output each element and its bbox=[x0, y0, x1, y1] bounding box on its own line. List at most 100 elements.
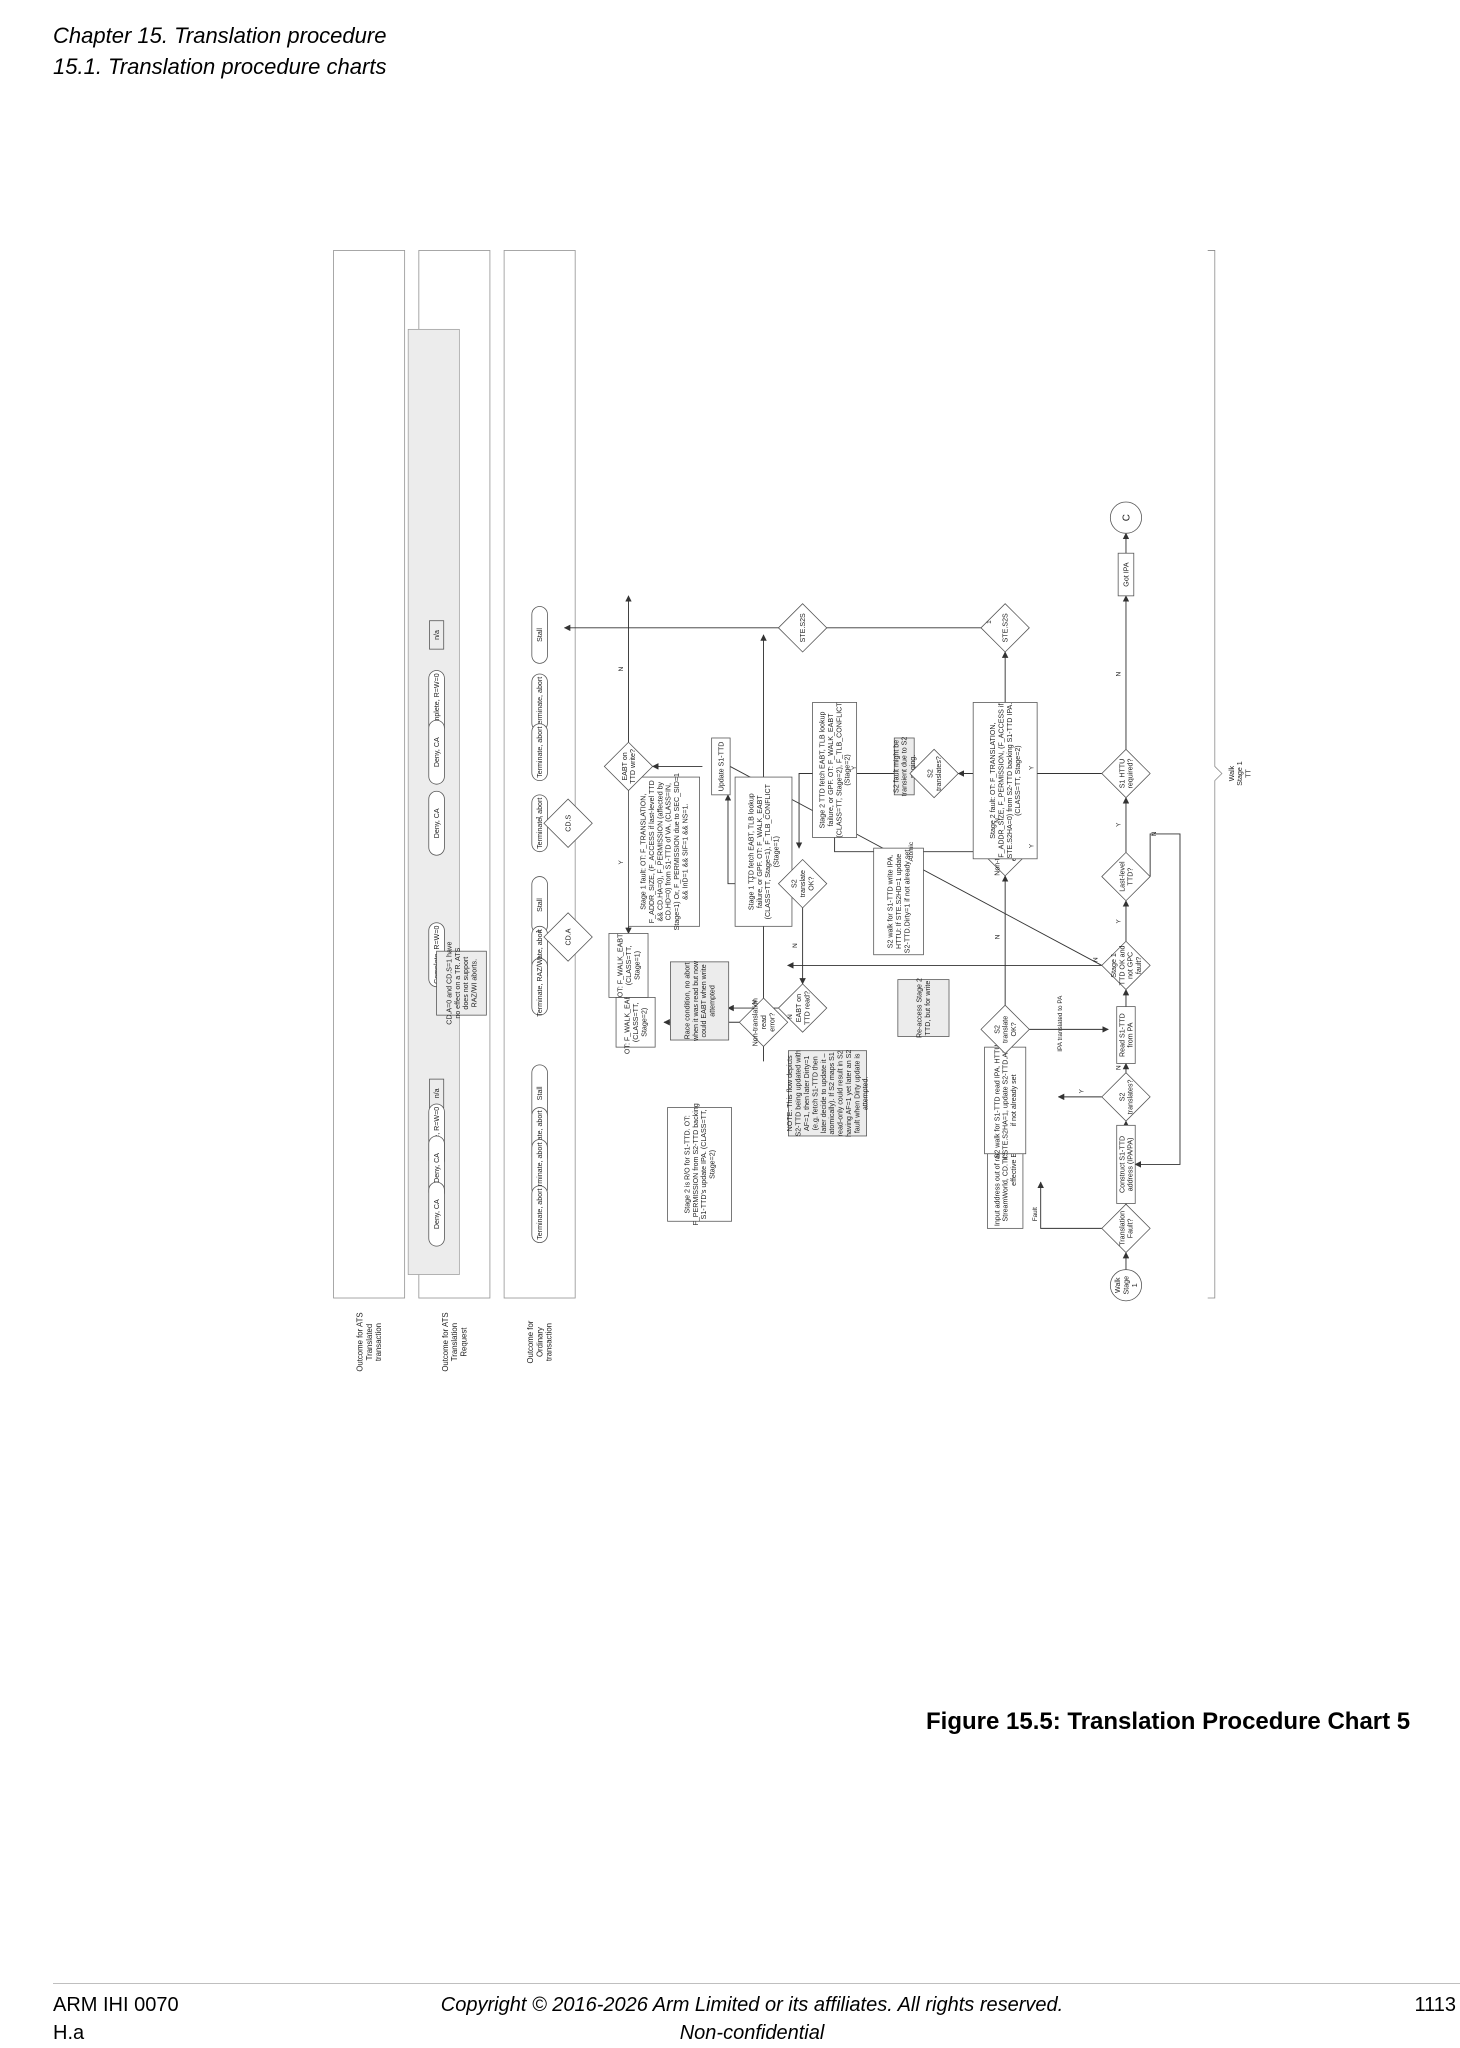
footer-confidentiality: Non-confidential bbox=[679, 2022, 825, 2044]
decision-s2-translates-1 bbox=[1101, 1072, 1151, 1122]
outcome-ordinary-2 bbox=[531, 723, 548, 782]
outcome-ordinary-9-text: Terminate, abort bbox=[536, 1142, 544, 1193]
stage1-ttd-fetch-box-text: Stage 1 TTD fetch EABT, TLB lookupfailur… bbox=[747, 783, 780, 919]
outcome-request-2-text: Deny, CA bbox=[433, 737, 441, 767]
s2-transient-note-text: S2 fault might betransient due to S2pagi… bbox=[892, 737, 917, 797]
decision-s2-translates-2 bbox=[909, 748, 959, 799]
decision-ste-s2s-2 bbox=[777, 603, 828, 653]
decision-eabt-write bbox=[603, 741, 654, 792]
figure-caption: Figure 15.5: Translation Procedure Chart… bbox=[926, 1708, 1411, 1735]
stage2-ro-box bbox=[667, 1107, 732, 1222]
note-dirty bbox=[788, 1050, 867, 1137]
decision-eabt-read bbox=[777, 983, 828, 1033]
request-note-text: CD.A=0 and CD.S=1 haveno effect on a TR.… bbox=[445, 942, 478, 1025]
outcome-ordinary-1-text: Terminate, abort bbox=[536, 677, 544, 728]
edge-label: N bbox=[618, 666, 625, 671]
ot-walk-eabt-s1-box bbox=[608, 933, 649, 998]
stage1-ttd-fetch-box bbox=[734, 776, 793, 927]
outcome-ordinary-0-text: Stall bbox=[536, 628, 544, 642]
edge-label: N bbox=[994, 934, 1001, 939]
edge-label: N bbox=[751, 1000, 758, 1005]
decision-stage1-ok-text: Stage 1TTD OK andnot GPCfault? bbox=[1110, 945, 1143, 985]
decision-s2-translate-ok-1-text: S2translateOK? bbox=[993, 1016, 1018, 1043]
outcome-ordinary-6-text: Terminate, RAZ/WI bbox=[536, 957, 544, 1017]
footer-doc-id: ARM IHI 0070 bbox=[53, 1994, 179, 2016]
race-note bbox=[670, 961, 730, 1041]
stage1-fault-box-text: Stage 1 fault: OT: F_TRANSLATION,F_ADDR_… bbox=[640, 773, 690, 930]
decision-s1-httu bbox=[1101, 748, 1151, 799]
outcome-ordinary-8-text: Terminate, abort bbox=[536, 1110, 544, 1161]
outcome-request-3 bbox=[428, 790, 445, 856]
edge-label: 1 bbox=[535, 815, 542, 819]
footer-divider bbox=[53, 1983, 1460, 1984]
decision-s2-translate-ok-1 bbox=[980, 1004, 1030, 1055]
edge-label: Y bbox=[751, 875, 758, 880]
outcome-request-5-text: n/a bbox=[433, 1088, 441, 1098]
reaccess-note-text: Re-access Stage 2TTD, but for write bbox=[916, 978, 932, 1038]
construct-s1ttd-box-text: Construct S1-TTDaddress (IPA/PA) bbox=[1118, 1136, 1134, 1193]
edge-label: Y bbox=[1115, 918, 1122, 923]
outcome-request-0-text: n/a bbox=[433, 630, 441, 640]
decision-ste-s2s-1-text: STE.S2S bbox=[1002, 613, 1010, 642]
s2-walk-read-box-text: S2 walk for S1-TTD read IPA. HTTU:If STE… bbox=[993, 1040, 1018, 1160]
footer-page-number: 1113 bbox=[1414, 1994, 1456, 2016]
decision-translation-fault bbox=[1101, 1203, 1151, 1254]
edge-label: Y bbox=[1078, 1088, 1085, 1093]
read-s1ttd-box-text: Read S1-TTDfrom PA bbox=[1118, 1013, 1134, 1057]
outcome-request-7-text: Deny, CA bbox=[433, 1153, 441, 1183]
note-dirty-text: NOTE: This flow depictsS2-TTD being upda… bbox=[786, 1050, 869, 1137]
decision-cd-a-text: CD.A bbox=[565, 928, 573, 945]
outcome-ordinary-6 bbox=[531, 957, 548, 1016]
decision-last-level bbox=[1101, 851, 1151, 902]
request-note bbox=[436, 950, 487, 1016]
edge-label: N bbox=[1093, 957, 1100, 962]
outcome-request-2 bbox=[428, 719, 445, 785]
decision-non-trans-read-2-text: Non-translationreaderror? bbox=[752, 998, 777, 1046]
reaccess-note bbox=[897, 979, 950, 1037]
decision-s2-translates-1-text: S2translates? bbox=[1118, 1079, 1134, 1114]
input-out-of-range-box-text: Input address out of range (consideringS… bbox=[993, 1103, 1018, 1226]
stage2-fault-box-text: Stage 2 fault: OT: F_TRANSLATION,F_ADDR_… bbox=[989, 703, 1022, 859]
edge-label: Y bbox=[1115, 822, 1122, 827]
stage2-fault-box bbox=[972, 702, 1038, 860]
flow-edge bbox=[1037, 1181, 1102, 1229]
ot-walk-eabt-s1-box-text: OT: F_WALK_EABT(CLASS=TT,Stage=1) bbox=[617, 933, 642, 997]
ot-walk-eabt-s2-box-text: OT: F_WALK_EABT(CLASS=TT,Stage=2) bbox=[624, 990, 649, 1054]
decision-s2-translate-ok-2 bbox=[777, 858, 828, 909]
edge-label: N bbox=[792, 943, 799, 948]
lane-ats-translated bbox=[333, 250, 406, 1299]
edge-label: N bbox=[1115, 671, 1122, 676]
decision-cd-s-text: CD.S bbox=[565, 815, 573, 832]
decision-s1-httu-text: S1 HTTUrequired? bbox=[1118, 758, 1134, 788]
bracket-label: WalkStage 1TT bbox=[1228, 761, 1253, 786]
edge-label: Y bbox=[1029, 765, 1036, 770]
edge-label: N bbox=[787, 1014, 794, 1019]
outcome-ordinary-10-text: Terminate, abort bbox=[536, 1188, 544, 1239]
decision-cd-a bbox=[543, 912, 593, 962]
edge-label: 1 bbox=[986, 620, 993, 624]
stage2-ttd-fetch-box-text: Stage 2 TTD fetch EABT, TLB lookupfailur… bbox=[818, 702, 851, 838]
chapter-title: Chapter 15. Translation procedure bbox=[53, 23, 387, 48]
lane-title-ordinary: Outcome forOrdinarytransaction bbox=[526, 1320, 553, 1363]
s2-transient-note bbox=[893, 737, 915, 796]
stage2-ro-box-text: Stage 2 is R/O for S1-TTD. OT:F_PERMISSI… bbox=[683, 1103, 716, 1225]
edge-label: Fault bbox=[1032, 1207, 1039, 1221]
read-s1ttd-box bbox=[1116, 1006, 1136, 1064]
decision-s2-translates-2-text: S2translates? bbox=[926, 756, 942, 791]
outcome-ordinary-10 bbox=[531, 1185, 548, 1243]
lane-ordinary bbox=[503, 250, 576, 1299]
footer-copyright: Copyright © 2016-2026 Arm Limited or its… bbox=[440, 1994, 1064, 2016]
decision-s2-translate-ok-2-text: S2translateOK? bbox=[791, 870, 816, 897]
stage1-fault-box bbox=[628, 776, 700, 927]
edge-label: Y bbox=[851, 765, 858, 770]
footer-revision: H.a bbox=[53, 2022, 85, 2044]
decision-last-level-text: Last-levelTTD? bbox=[1118, 861, 1134, 892]
connector-c-text: C bbox=[1121, 514, 1132, 521]
decision-ste-s2s-1 bbox=[980, 603, 1030, 653]
edge-label: N bbox=[1151, 831, 1158, 836]
connector-c bbox=[1109, 501, 1143, 534]
outcome-request-8-text: Deny, CA bbox=[433, 1199, 441, 1229]
outcome-ordinary-5-text: Terminate, abort bbox=[536, 929, 544, 980]
